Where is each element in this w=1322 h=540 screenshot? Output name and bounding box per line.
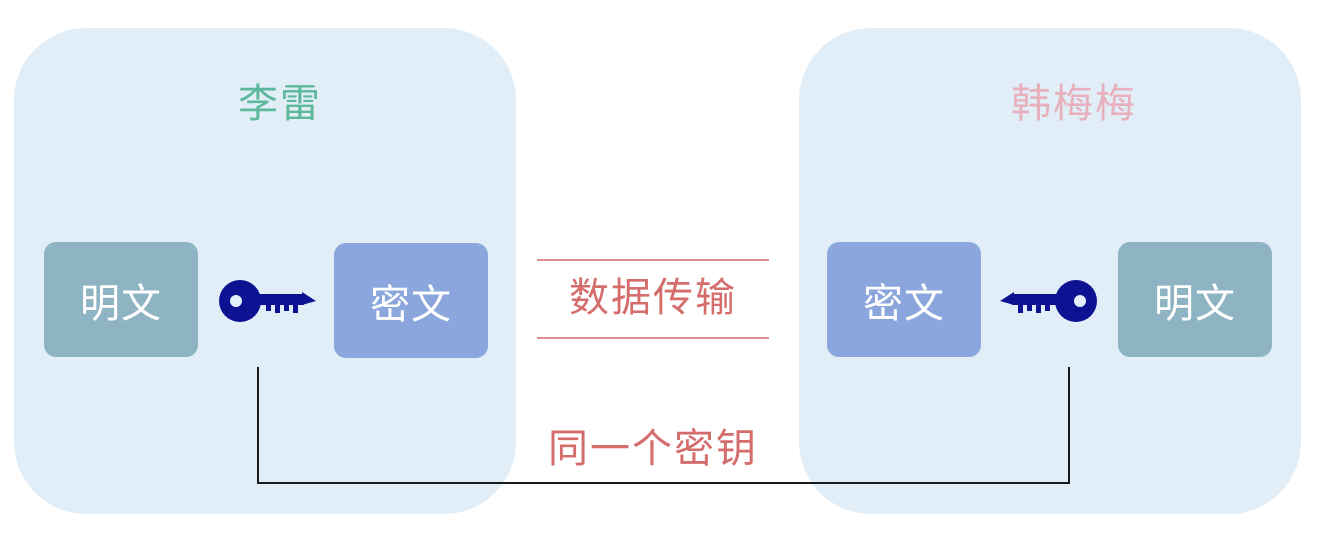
transfer-bottom-rule <box>537 337 769 339</box>
right-party-name: 韩梅梅 <box>1011 81 1137 127</box>
left-plaintext-box: 明文 <box>44 242 198 357</box>
left-ciphertext-box: 密文 <box>334 243 488 358</box>
right-plaintext-box: 明文 <box>1118 242 1272 357</box>
right-ciphertext-box: 密文 <box>827 242 981 357</box>
transfer-top-rule <box>537 259 769 261</box>
key-icon <box>219 280 316 322</box>
left-party-name: 李雷 <box>238 81 322 127</box>
transfer-label: 数据传输 <box>569 275 737 321</box>
shared-key-connector <box>257 367 1070 484</box>
key-icon <box>1000 280 1097 322</box>
shared-key-label: 同一个密钥 <box>548 426 758 472</box>
